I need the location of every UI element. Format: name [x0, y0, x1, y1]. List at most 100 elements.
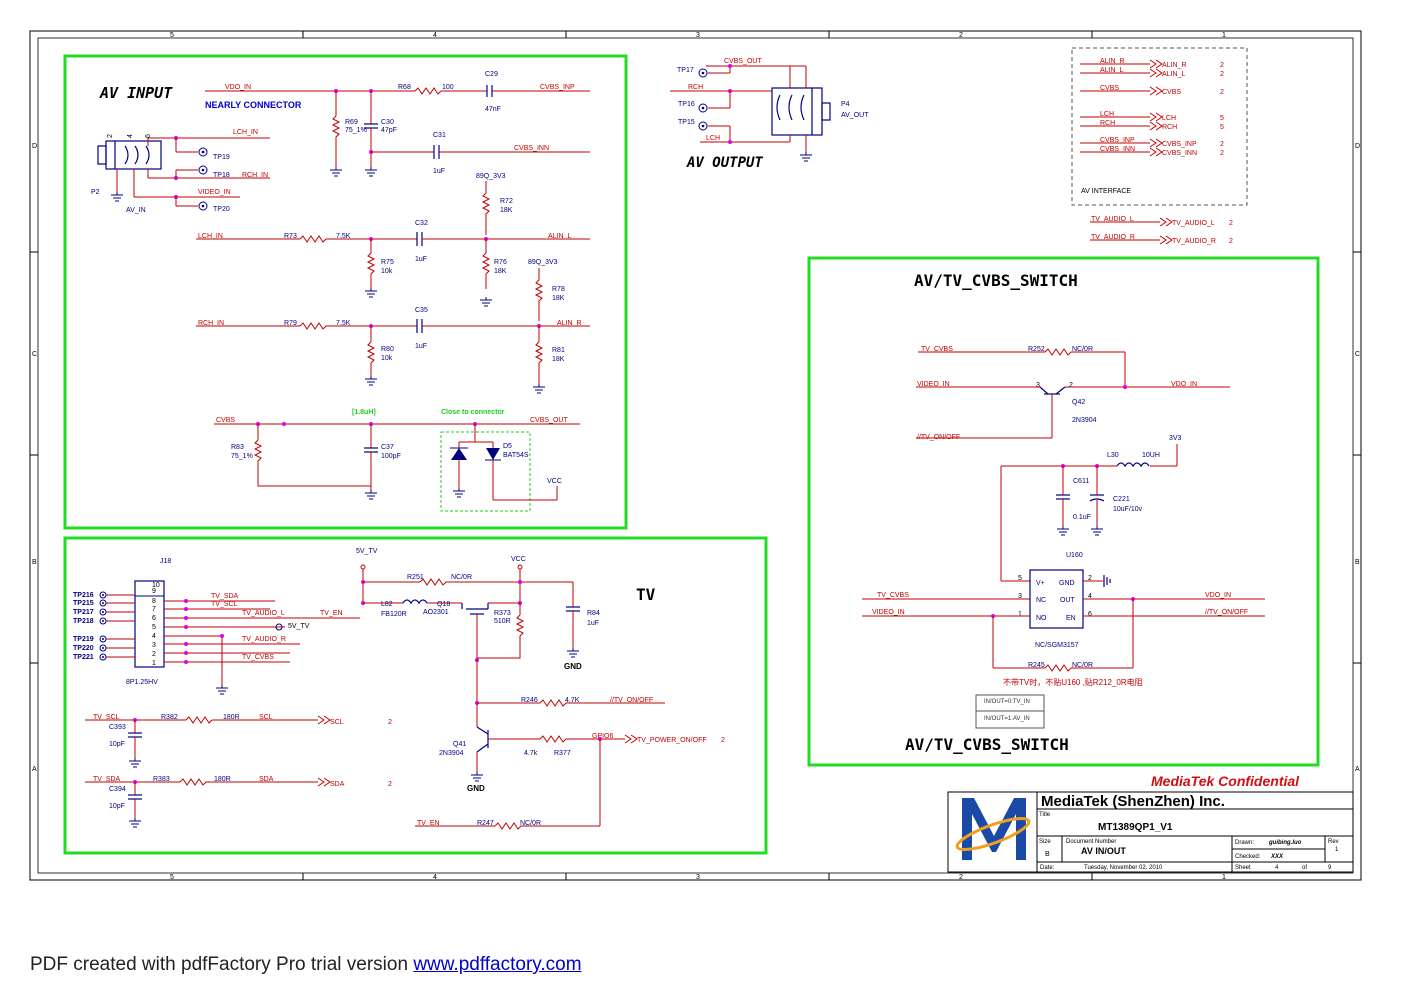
- r84-value: 1uF: [587, 620, 599, 627]
- net-lch-in-2: LCH_IN: [198, 233, 223, 240]
- svg-text:8: 8: [152, 598, 156, 605]
- net-alin-r: ALIN_R: [557, 320, 582, 327]
- net-gpio6: GPIO6: [592, 733, 614, 740]
- net-tv-cvbs: TV_CVBS: [921, 346, 953, 353]
- cvbs-switch-block: AV/TV_CVBS_SWITCH AV/TV_CVBS_SWITCH TV_C…: [807, 256, 1320, 767]
- size-label: Size: [1039, 839, 1051, 845]
- iface-page: 2: [1220, 89, 1224, 96]
- net-alin-l: ALIN_L: [548, 233, 571, 240]
- tv-frame: [63, 536, 768, 855]
- r68-ref: R68: [398, 84, 411, 91]
- net-tv-on-off-tv: //TV_ON/OFF: [610, 697, 653, 704]
- r245-ref: R245: [1028, 662, 1045, 669]
- table-row-2: IN/OUT=1:AV_IN: [984, 716, 1030, 722]
- pin-en: EN: [1066, 615, 1076, 622]
- port-sda: SDA: [330, 781, 345, 788]
- of-value: 9: [1328, 865, 1332, 871]
- col-label-4: 4: [433, 32, 437, 39]
- r69-value: 75_1%: [345, 127, 367, 134]
- r79-ref: R79: [284, 320, 297, 327]
- table-row-1: IN/OUT=0:TV_IN: [984, 699, 1030, 705]
- svg-text:1: 1: [152, 660, 156, 667]
- port-scl-page: 2: [388, 719, 392, 726]
- net-video-in: VIDEO_IN: [198, 189, 231, 196]
- pdffactory-link[interactable]: www.pdffactory.com: [413, 954, 582, 975]
- l30-ref: L30: [1107, 452, 1119, 459]
- svg-text:4: 4: [1088, 593, 1092, 600]
- net-tv-scl: TV_SCL: [211, 601, 238, 608]
- tp19-label: TP19: [213, 154, 230, 161]
- svg-text:2: 2: [107, 134, 114, 138]
- tv-audio-page: 2: [1229, 238, 1233, 245]
- net-cvbs-inp: CVBS_INP: [540, 84, 575, 91]
- r382-ref: R382: [161, 714, 178, 721]
- mediatek-logo: [951, 795, 1034, 869]
- c393-value: 10pF: [109, 741, 125, 748]
- tv-test-point: TP220: [73, 645, 94, 652]
- supply-89q-2: 89Q_3V3: [528, 259, 558, 266]
- r73-value: 7.5K: [336, 233, 351, 240]
- c32-ref: C32: [415, 220, 428, 227]
- svg-text:10: 10: [152, 582, 160, 589]
- r78-ref: R78: [552, 286, 565, 293]
- net-vdo-in: VDO_IN: [225, 84, 251, 91]
- c29-value: 47nF: [485, 106, 501, 113]
- svg-text:1: 1: [1018, 611, 1022, 618]
- tv-test-point: TP215: [73, 600, 94, 607]
- c31-ref: C31: [433, 132, 446, 139]
- c221-value: 10uF/10v: [1113, 506, 1143, 513]
- svg-text:7: 7: [152, 606, 156, 613]
- svg-text:3: 3: [152, 642, 156, 649]
- date-label: Date:: [1040, 865, 1055, 871]
- iface-port: LCH: [1162, 115, 1176, 122]
- av-out-connector: [770, 65, 831, 162]
- col-label-2b: 2: [959, 874, 963, 881]
- row-label-d: D: [32, 143, 37, 150]
- r80-value: 10k: [381, 355, 393, 362]
- drawing-frame: 5 4 3 2 1 5 4 3 2 1 D C B A D C B A: [29, 30, 1362, 881]
- cvbs-switch-frame: [807, 256, 1320, 767]
- row-label-d-right: D: [1355, 143, 1360, 150]
- c29-ref: C29: [485, 71, 498, 78]
- q41-value: 2N3904: [439, 750, 464, 757]
- net-tv-on-off-1: //TV_ON/OFF: [917, 434, 960, 441]
- net-lch: LCH: [706, 135, 720, 142]
- net-cvbs-inn: CVBS_INN: [514, 145, 549, 152]
- iface-net: CVBS_INN: [1100, 146, 1135, 153]
- tp18-label: TP18: [213, 172, 230, 179]
- row-label-a-right: A: [1355, 766, 1360, 773]
- vcc-label: VCC: [547, 478, 562, 485]
- net-tv-en: TV_EN: [320, 610, 343, 617]
- tv-audio-page: 2: [1229, 220, 1233, 227]
- u160-value: NC/SGM3157: [1035, 642, 1079, 649]
- iface-port: CVBS_INP: [1162, 141, 1197, 148]
- net-tv-on-off-2: //TV_ON/OFF: [1205, 609, 1248, 616]
- r79-value: 7.5K: [336, 320, 351, 327]
- iface-port: CVBS: [1162, 89, 1181, 96]
- supply-5v-tv: 5V_TV: [356, 548, 378, 555]
- r80-ref: R80: [381, 346, 394, 353]
- inductor-note: [1.8uH]: [352, 409, 376, 416]
- pin-out: OUT: [1060, 597, 1076, 604]
- supply-3v3: 3V3: [1169, 435, 1182, 442]
- q42-value: 2N3904: [1072, 417, 1097, 424]
- gnd-label-2: GND: [467, 784, 485, 793]
- col-label-3b: 3: [696, 874, 700, 881]
- tv-title: TV: [636, 585, 656, 604]
- l82-ref: L82: [381, 601, 393, 608]
- tv-test-point: TP217: [73, 609, 94, 616]
- av-in-ref: P2: [91, 189, 100, 196]
- av-input-title: AV INPUT: [99, 84, 173, 102]
- tv-audio-port: TV_AUDIO_R: [1172, 238, 1216, 245]
- iface-net: LCH: [1100, 111, 1114, 118]
- r377-value: 4.7k: [524, 750, 538, 757]
- svg-text:3: 3: [1018, 593, 1022, 600]
- iface-net: CVBS_INP: [1100, 137, 1135, 144]
- q18-ref: Q18: [437, 601, 450, 608]
- tv-test-point: TP218: [73, 618, 94, 625]
- switch-note: 不带TV时，不贴U160 ,贴R212_0R电阻: [1003, 677, 1143, 687]
- r373-value: 510R: [494, 618, 511, 625]
- r76-ref: R76: [494, 259, 507, 266]
- r252-value: NC/0R: [1072, 346, 1093, 353]
